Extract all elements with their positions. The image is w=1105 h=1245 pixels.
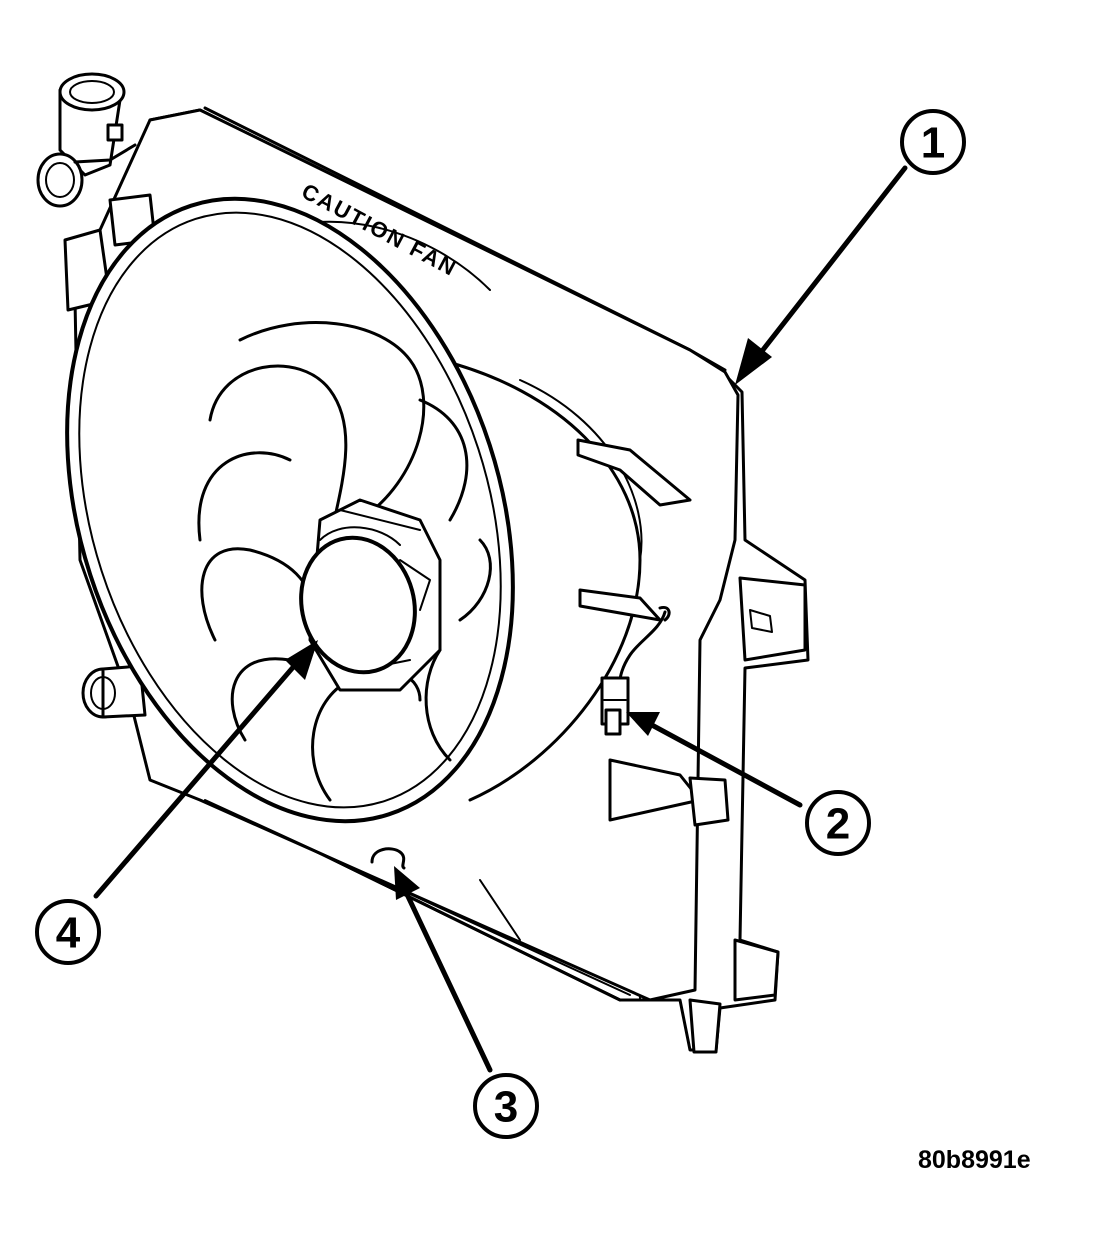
callout-1-number: 1 [921,119,945,168]
callout-3: 3 [473,1073,539,1139]
callout-arrows [93,165,908,1073]
callout-2-number: 2 [826,800,850,849]
callout-1-leader [752,165,908,363]
callout-4-arrowhead [285,640,318,680]
callout-2: 2 [805,790,871,856]
callout-3-number: 3 [494,1083,518,1132]
callout-3-arrowhead [394,866,420,900]
callout-1-arrowhead [735,338,772,385]
callout-4-leader [93,662,298,899]
figure-id: 80b8991e [918,1146,1031,1174]
callout-1: 1 [900,109,966,175]
fan-motor-connector [600,605,671,736]
callout-4: 4 [35,899,101,965]
callout-4-number: 4 [56,909,81,958]
shroud-drain-hook [370,847,406,870]
callout-2-arrowhead [626,712,660,736]
radiator-filler-neck [36,72,137,208]
callout-2-leader [647,721,803,808]
callout-3-leader [402,887,493,1073]
fan-motor [299,498,442,692]
